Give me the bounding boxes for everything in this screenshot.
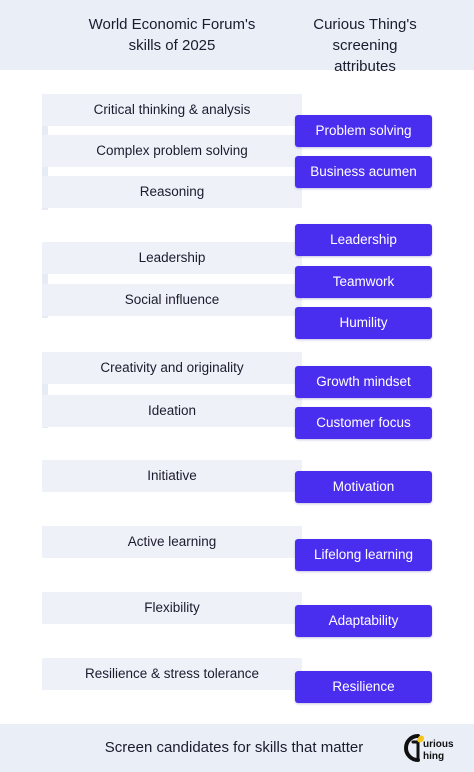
group-bracket-leadership <box>42 242 48 318</box>
attr-humility: Humility <box>295 307 432 339</box>
attr-growth-mindset: Growth mindset <box>295 366 432 398</box>
attr-resilience: Resilience <box>295 671 432 703</box>
attr-customer-focus: Customer focus <box>295 407 432 439</box>
wef-column-title: World Economic Forum's skills of 2025 <box>52 14 292 56</box>
wef-title-line2: skills of 2025 <box>128 37 216 54</box>
attr-adaptability: Adaptability <box>295 605 432 637</box>
skill-active-learning: Active learning <box>42 526 302 558</box>
footer-band: Screen candidates for skills that matter <box>0 724 474 772</box>
skill-critical-thinking: Critical thinking & analysis <box>42 94 302 126</box>
skill-social-influence: Social influence <box>42 284 302 316</box>
skill-initiative: Initiative <box>42 460 302 492</box>
ct-title-line2: screening attributes <box>332 37 398 75</box>
skill-ideation: Ideation <box>42 395 302 427</box>
logo-text-top: urious <box>423 739 454 750</box>
skill-flexibility: Flexibility <box>42 592 302 624</box>
group-bracket-creativity <box>42 352 48 428</box>
ct-title-line1: Curious Thing's <box>313 16 417 33</box>
skill-leadership: Leadership <box>42 242 302 274</box>
skill-complex-problem-solving: Complex problem solving <box>42 135 302 167</box>
attr-leadership: Leadership <box>295 224 432 256</box>
curious-thing-logo: urious hing <box>402 732 462 764</box>
header-band: World Economic Forum's skills of 2025 Cu… <box>0 0 474 75</box>
skill-resilience-stress: Resilience & stress tolerance <box>42 658 302 690</box>
skill-creativity: Creativity and originality <box>42 352 302 384</box>
attr-teamwork: Teamwork <box>295 266 432 298</box>
attr-motivation: Motivation <box>295 471 432 503</box>
attr-problem-solving: Problem solving <box>295 115 432 147</box>
footer-tagline: Screen candidates for skills that matter <box>104 739 364 756</box>
wef-title-line1: World Economic Forum's <box>88 16 256 33</box>
attr-business-acumen: Business acumen <box>295 156 432 188</box>
attr-lifelong-learning: Lifelong learning <box>295 539 432 571</box>
curious-thing-column-title: Curious Thing's screening attributes <box>300 14 430 77</box>
curious-thing-logo-mark-icon: urious hing <box>404 734 454 762</box>
skill-reasoning: Reasoning <box>42 176 302 208</box>
logo-text-bottom: hing <box>423 751 444 762</box>
